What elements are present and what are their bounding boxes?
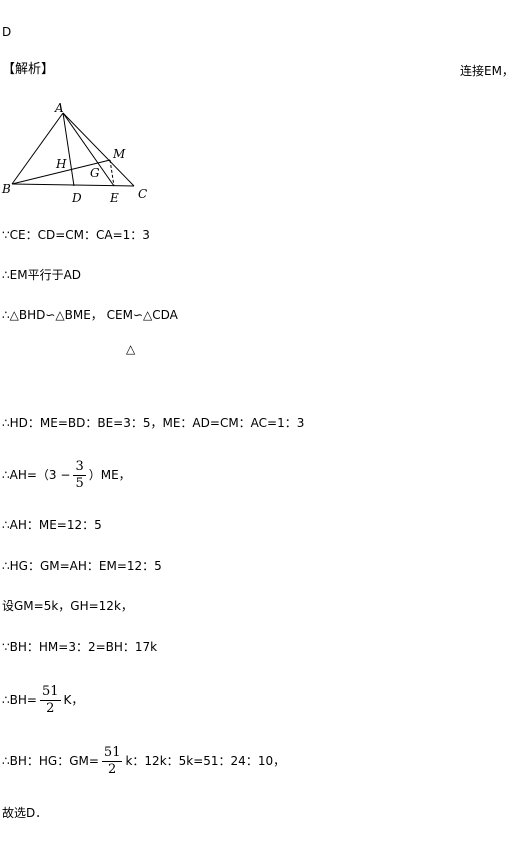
step-similar-triangles: ∴△BHD∽△BME， CEM∽△CDA (2, 308, 178, 322)
triangle-symbol: △ (126, 342, 136, 356)
step-bh-hm-ratio: ∵BH：HM=3：2=BH：17k (2, 640, 158, 654)
analysis-heading: 【解析】 (2, 62, 55, 77)
ah-prefix: ∴AH=（3 − (2, 468, 71, 482)
fraction-denominator: 5 (75, 476, 84, 491)
step-hg-gm-ratio: ∴HG：GM=AH：EM=12：5 (2, 559, 162, 573)
label-h: H (55, 157, 67, 171)
segment-ac (62, 112, 135, 187)
label-d: D (71, 191, 82, 205)
fraction-numerator: 51 (39, 684, 61, 701)
label-a: A (54, 101, 64, 115)
step-em-parallel-ad: ∴EM平行于AD (2, 268, 82, 282)
geometry-figure: A B C D E M H G (1, 101, 147, 205)
segment-ad (62, 112, 75, 187)
segment-bc (11, 183, 135, 187)
ah-suffix: ）ME， (88, 468, 131, 482)
label-g: G (90, 166, 100, 180)
segment-ae (62, 112, 115, 187)
final-prefix: ∴BH：HG：GM= (2, 754, 99, 768)
step-ah-me-ratio: ∴AH：ME=12：5 (2, 518, 102, 532)
answer-letter: D (2, 25, 12, 39)
fraction-numerator: 51 (101, 745, 123, 762)
bh-suffix: K， (63, 693, 84, 707)
label-c: C (138, 187, 147, 201)
label-e: E (109, 191, 119, 205)
step-hd-me-ratio: ∴HD：ME=BD：BE=3：5，ME：AD=CM：AC=1：3 (2, 416, 305, 430)
step-ratio-ce-cd: ∵CE：CD=CM：CA=1：3 (2, 228, 150, 242)
segment-bm (11, 159, 111, 185)
segment-ab (11, 112, 64, 185)
label-b: B (1, 182, 11, 196)
final-suffix: k：12k：5k=51：24：10， (125, 754, 286, 768)
fraction-denominator: 2 (108, 762, 117, 777)
segment-em-dashed (109, 159, 115, 187)
step-set-k: 设GM=5k，GH=12k， (2, 599, 133, 613)
conclusion-choose-d: 故选D． (2, 806, 48, 820)
fraction-denominator: 2 (46, 701, 55, 716)
fraction-numerator: 3 (73, 459, 86, 476)
bh-prefix: ∴BH= (2, 693, 37, 707)
connect-em-text: 连接EM， (460, 64, 514, 78)
label-m: M (112, 147, 126, 161)
